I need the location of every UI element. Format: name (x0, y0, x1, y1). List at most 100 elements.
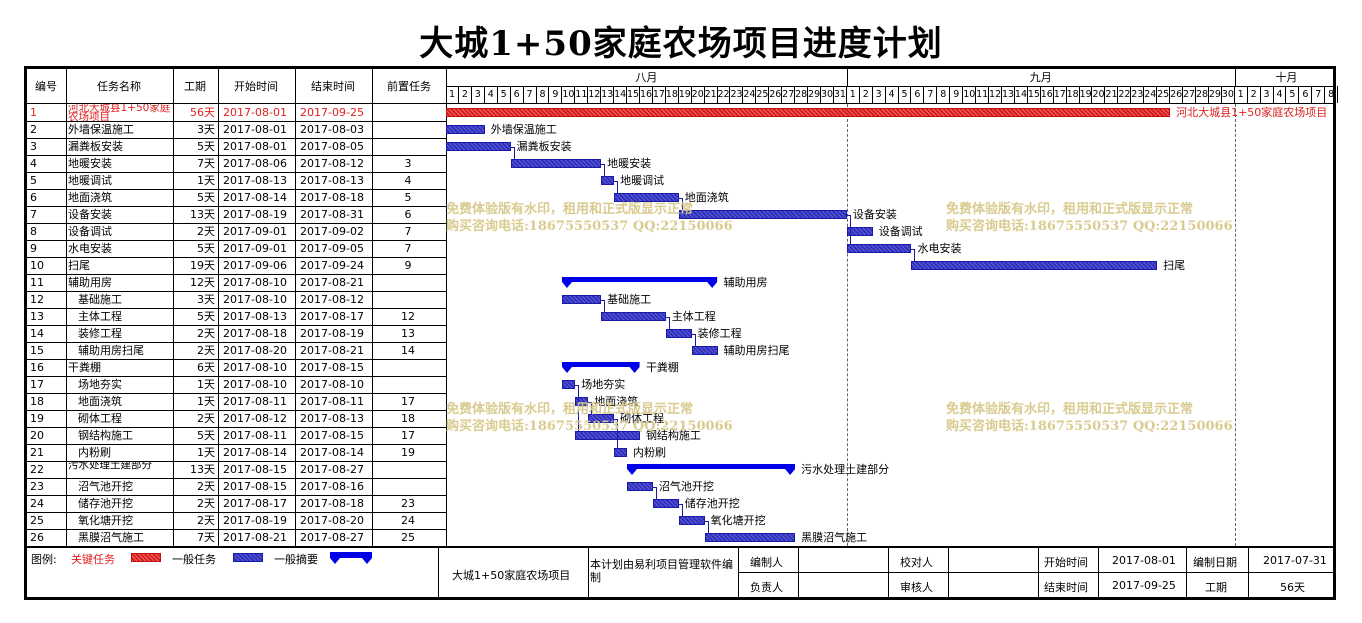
task-bar[interactable] (562, 380, 576, 389)
footer-duration-label: 工期 (1205, 581, 1227, 594)
cell-dur: 19天 (190, 259, 215, 272)
bar-label: 漏粪板安装 (516, 140, 572, 153)
summary-bar[interactable] (562, 277, 718, 289)
task-bar[interactable] (678, 210, 847, 219)
dependency-line (601, 164, 606, 165)
cell-start: 2017-09-01 (223, 242, 287, 255)
table-column-divider (173, 69, 174, 546)
cell-id: 4 (30, 157, 37, 170)
footer-divider (438, 547, 439, 598)
task-bar[interactable] (575, 431, 640, 440)
cell-dur: 2天 (197, 412, 215, 425)
bar-label: 氧化塘开挖 (710, 514, 766, 527)
task-bar[interactable] (601, 176, 615, 185)
dependency-line (911, 249, 916, 250)
day-label: 6 (1299, 86, 1313, 103)
month-boundary-line (1234, 104, 1236, 546)
cell-name: 辅助用房扫尾 (78, 344, 144, 357)
summary-bar[interactable] (562, 362, 640, 374)
cell-pred: 17 (401, 429, 415, 442)
cell-end: 2017-08-20 (300, 514, 364, 527)
row-divider (27, 512, 446, 513)
day-label: 5 (1286, 86, 1300, 103)
dependency-line (849, 215, 851, 244)
day-label: 1 (1235, 86, 1248, 103)
cell-name: 河北大城县1+50家庭农场项目 (68, 104, 171, 122)
task-bar[interactable] (678, 516, 705, 525)
task-bar[interactable] (627, 482, 653, 491)
task-bar[interactable] (691, 346, 718, 355)
cell-name: 地暖安装 (68, 157, 112, 170)
cell-dur: 5天 (197, 310, 215, 323)
day-label: 30 (1222, 86, 1235, 103)
task-bar[interactable] (575, 397, 589, 406)
day-label: 4 (485, 86, 498, 103)
summary-bar[interactable] (627, 464, 796, 476)
day-label: 16 (640, 86, 653, 103)
task-bar[interactable] (510, 159, 602, 168)
footer-checker-label: 校对人 (900, 556, 933, 569)
footer-date-value: 2017-07-31 (1263, 554, 1327, 567)
cell-id: 23 (30, 480, 44, 493)
cell-start: 2017-08-13 (223, 310, 287, 323)
day-label: 8 (537, 86, 550, 103)
task-bar[interactable] (846, 227, 873, 236)
cell-id: 16 (30, 361, 44, 374)
watermark-text: 购买咨询电话:18675550537 QQ:22150066 (446, 219, 733, 234)
task-bar[interactable] (601, 312, 666, 321)
task-bar[interactable] (704, 533, 796, 542)
critical-task-bar[interactable] (446, 108, 1171, 117)
task-bar[interactable] (665, 329, 692, 338)
cell-pred: 25 (401, 531, 415, 544)
footer-editor-label: 编制人 (750, 556, 783, 569)
task-bar[interactable] (614, 193, 679, 202)
cell-pred: 23 (401, 497, 415, 510)
cell-id: 3 (30, 140, 37, 153)
chart-title: 大城1+50家庭农场项目进度计划 (419, 24, 943, 64)
day-label: 27 (782, 86, 796, 103)
cell-start: 2017-08-01 (223, 140, 287, 153)
cell-start: 2017-08-13 (223, 174, 287, 187)
task-bar[interactable] (911, 261, 1158, 270)
footer-software-note: 本计划由易利项目管理软件编制 (590, 558, 733, 584)
cell-end: 2017-09-24 (300, 259, 364, 272)
task-bar[interactable] (446, 125, 485, 134)
task-bar[interactable] (652, 499, 679, 508)
day-label: 11 (976, 86, 990, 103)
task-bar[interactable] (446, 142, 511, 151)
task-bar[interactable] (846, 244, 912, 253)
day-label: 29 (808, 86, 821, 103)
task-bar[interactable] (562, 295, 602, 304)
task-bar[interactable] (614, 448, 627, 457)
day-label: 8 (1325, 86, 1339, 103)
day-label: 7 (1312, 86, 1326, 103)
task-bar[interactable] (588, 414, 615, 423)
cell-pred: 17 (401, 395, 415, 408)
